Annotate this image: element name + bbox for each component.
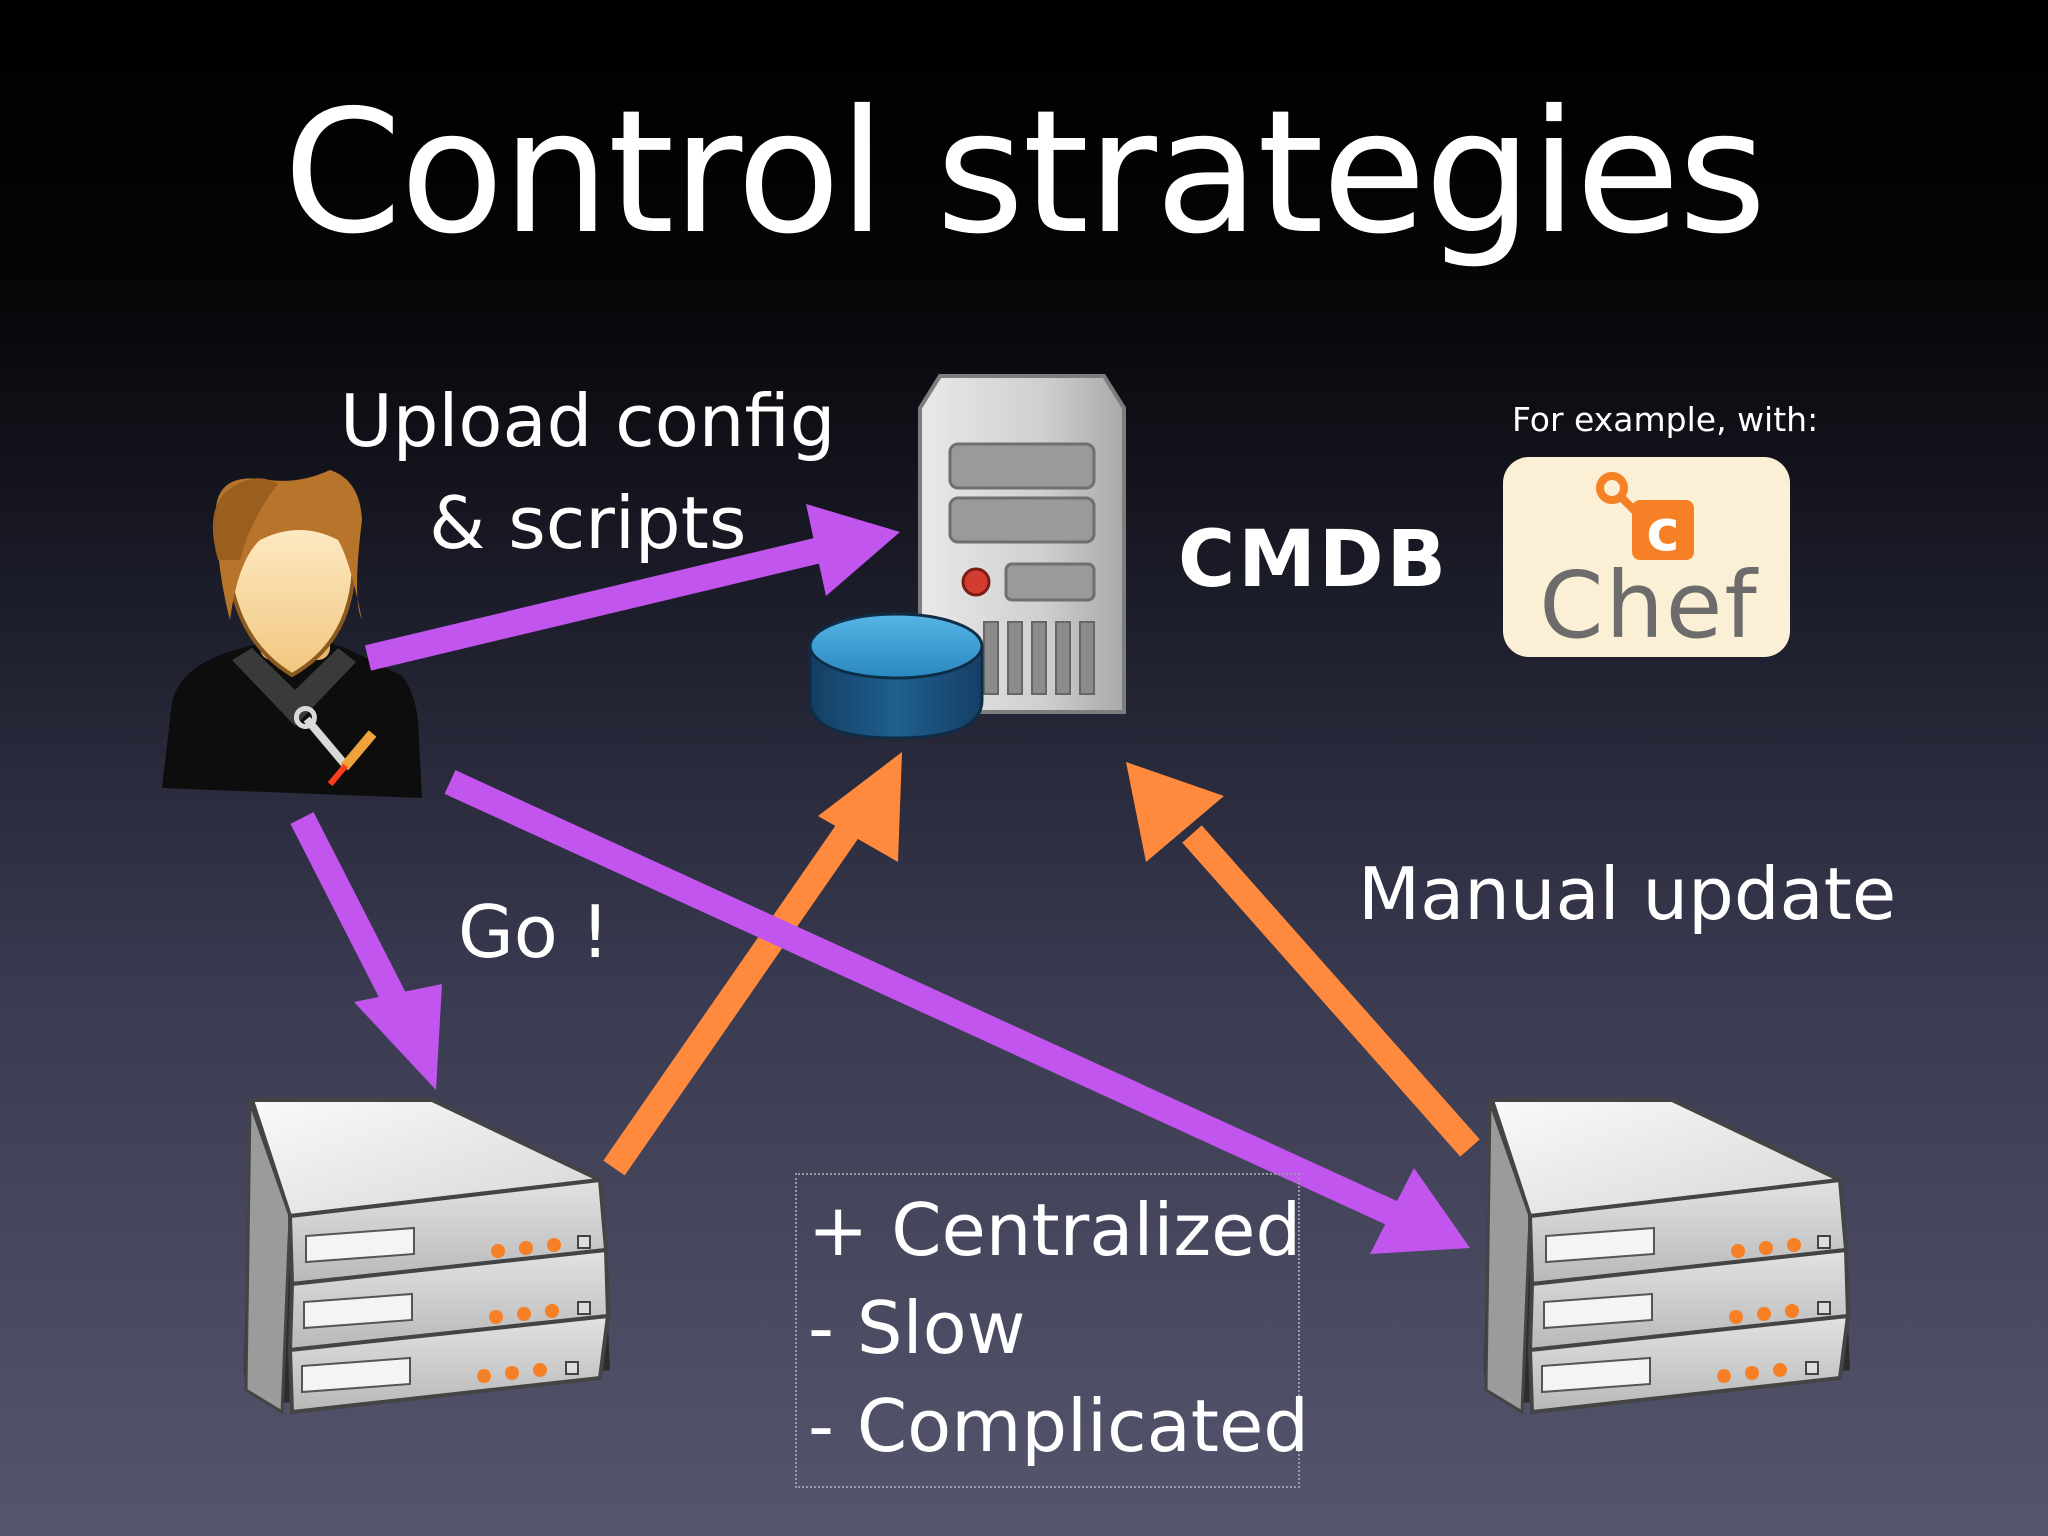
example-caption: For example, with: [1512, 400, 1819, 439]
database-icon [808, 612, 984, 740]
arrow-left-server-to-cmdb [603, 752, 902, 1176]
pros-cons-box [795, 1173, 1300, 1488]
manual-update-label: Manual update [1358, 852, 1897, 936]
svg-text:c: c [1646, 499, 1679, 564]
slide-title: Control strategies [283, 74, 1766, 272]
chef-logo-text: Chef [1539, 552, 1759, 659]
rack-server-right-icon [1484, 1098, 1851, 1415]
upload-config-label: Upload config & scripts [340, 370, 836, 574]
con-item-complicated: - Complicated [808, 1384, 1309, 1468]
arrow-upload-to-cmdb [364, 504, 900, 671]
arrow-admin-to-right-server [444, 770, 1470, 1254]
cmdb-label: CMDB [1178, 515, 1450, 605]
admin-user-icon [162, 470, 422, 798]
arrow-right-server-to-cmdb [1126, 762, 1480, 1157]
con-item-slow: - Slow [808, 1286, 1026, 1370]
upload-label-line1: Upload config [340, 379, 836, 463]
arrow-admin-to-left-server [290, 812, 442, 1090]
rack-server-left-icon [244, 1098, 611, 1415]
chef-logo-mark-icon: c [1596, 472, 1694, 564]
pro-item-centralized: + Centralized [808, 1188, 1302, 1272]
cmdb-server-tower-icon [918, 374, 1126, 714]
upload-label-line2: & scripts [429, 481, 747, 565]
go-label: Go ! [458, 890, 610, 974]
